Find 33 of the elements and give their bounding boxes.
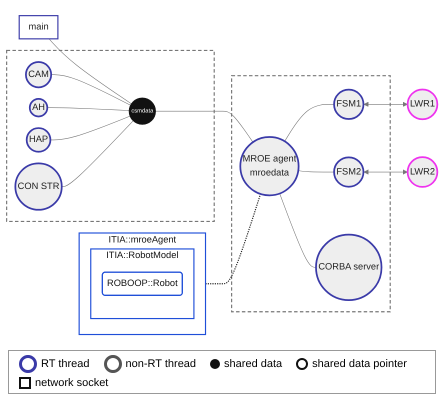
cluster: [231, 75, 391, 312]
node-circle: [239, 136, 300, 196]
connector: [206, 195, 261, 284]
node-circle: [406, 88, 438, 120]
legend-text: shared data pointer: [312, 358, 407, 370]
cluster: [6, 50, 215, 222]
arrow: [363, 102, 408, 107]
node-circle: [315, 234, 382, 301]
node-circle: [333, 88, 364, 120]
connector: [61, 120, 134, 187]
cluster: [90, 248, 194, 320]
node-circle: [128, 98, 156, 125]
node-circle: [28, 98, 48, 118]
node-circle: [406, 156, 438, 188]
connector: [50, 116, 130, 140]
legend-text: RT thread: [41, 358, 90, 370]
node-circle: [333, 156, 364, 188]
node-box: [18, 14, 58, 40]
legend-text: shared data: [224, 358, 282, 370]
connector: [47, 107, 130, 111]
legend-text: network socket: [35, 377, 108, 389]
connector: [284, 104, 334, 142]
node-circle: [26, 127, 52, 153]
node-circle: [25, 61, 52, 88]
legend-text: non-RT thread: [126, 358, 196, 370]
connector: [279, 193, 316, 268]
connector: [48, 38, 132, 104]
cluster: [78, 232, 206, 336]
arrow: [363, 169, 408, 175]
node-circle: [14, 162, 63, 211]
connector: [155, 110, 254, 142]
connector: [298, 170, 334, 172]
connector: [50, 74, 131, 106]
